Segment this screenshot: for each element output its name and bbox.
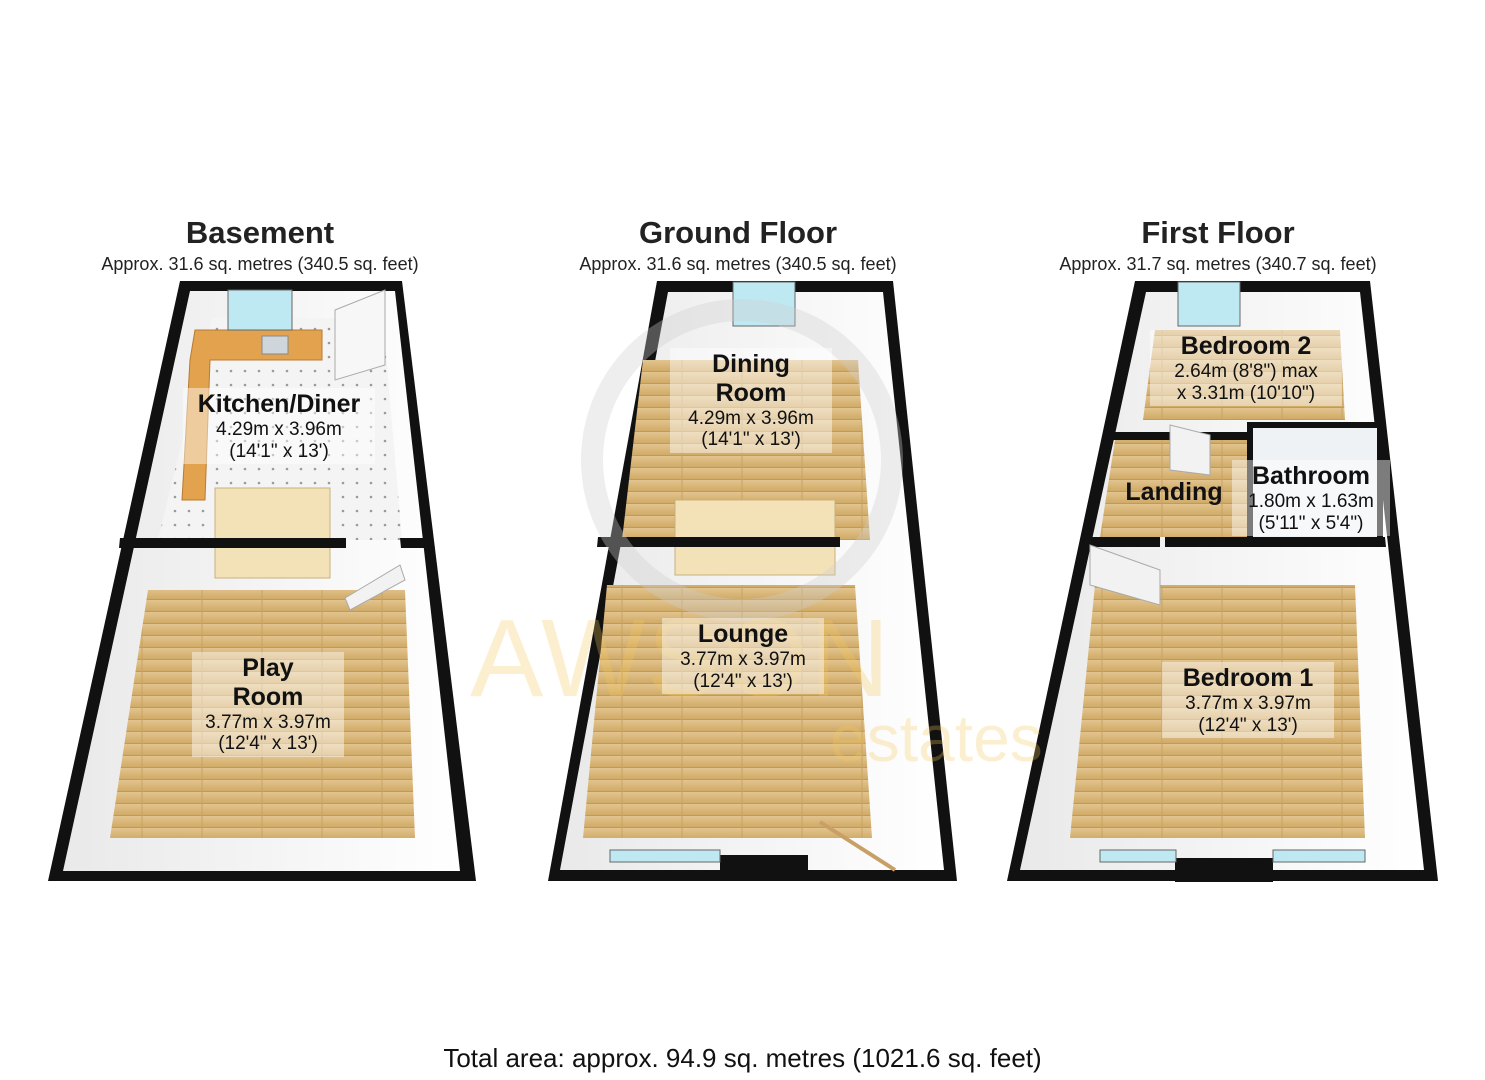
first-floor-plan bbox=[1007, 281, 1438, 882]
basement-door bbox=[334, 289, 386, 381]
first-divider-wall bbox=[1165, 537, 1386, 547]
bedroom-2-floor bbox=[1143, 330, 1345, 420]
ground-floor-title: Ground Floor bbox=[638, 215, 838, 250]
lounge-floor bbox=[583, 585, 872, 838]
basement-divider-wall bbox=[119, 538, 346, 548]
room-dim: 1.80m x 1.63m bbox=[1248, 490, 1374, 512]
bedroom-2-door bbox=[1169, 424, 1211, 476]
play-room-door bbox=[344, 564, 406, 611]
room-name: Bathroom bbox=[1251, 462, 1371, 490]
room-name: Bedroom 1 bbox=[1182, 664, 1314, 692]
room-dim: 4.29m x 3.96m bbox=[688, 407, 814, 429]
room-dim: 3.77m x 3.97m bbox=[1185, 692, 1311, 714]
room-label-bathroom: Bathroom 1.80m x 1.63m (5'11" x 5'4") bbox=[1232, 460, 1390, 537]
basement-title: Basement bbox=[185, 215, 335, 250]
basement-plan bbox=[48, 281, 476, 881]
bedroom-1-floor bbox=[1070, 585, 1365, 838]
ground-floor-plan bbox=[548, 281, 957, 881]
watermark-logo-icon bbox=[581, 299, 903, 621]
ground-divider-wall bbox=[597, 537, 840, 547]
first-window-top bbox=[1177, 281, 1241, 327]
ground-floor-area: Approx. 31.6 sq. metres (340.5 sq. feet) bbox=[579, 254, 897, 274]
basement-area: Approx. 31.6 sq. metres (340.5 sq. feet) bbox=[101, 254, 419, 274]
front-door bbox=[818, 820, 897, 872]
first-floor-title: First Floor bbox=[1141, 215, 1295, 250]
dining-room-floor bbox=[622, 360, 870, 540]
room-dim: 2.64m (8'8") max bbox=[1174, 360, 1318, 382]
room-label-landing: Landing bbox=[1112, 478, 1236, 507]
room-dim: 3.77m x 3.97m bbox=[680, 648, 806, 670]
room-label-dining-room: Dining Room 4.29m x 3.96m (14'1" x 13') bbox=[670, 348, 832, 454]
sink-icon bbox=[261, 335, 289, 355]
room-dim: 4.29m x 3.96m bbox=[216, 418, 342, 440]
room-label-lounge: Lounge 3.77m x 3.97m (12'4" x 13') bbox=[662, 618, 824, 695]
first-window-front-right bbox=[1272, 849, 1366, 863]
first-window-front-left bbox=[1099, 849, 1177, 863]
bathroom-room bbox=[1247, 422, 1383, 543]
room-dim: (5'11" x 5'4") bbox=[1258, 512, 1364, 534]
bedroom-1-door bbox=[1089, 544, 1161, 606]
ground-window-front bbox=[609, 849, 721, 863]
room-name: Dining Room bbox=[712, 350, 790, 407]
room-dim: 3.77m x 3.97m bbox=[205, 711, 331, 733]
room-dim: (12'4" x 13') bbox=[693, 670, 793, 692]
room-name: Kitchen/Diner bbox=[197, 390, 361, 418]
room-dim: (14'1" x 13') bbox=[701, 429, 801, 451]
room-name: Lounge bbox=[697, 620, 789, 648]
room-dim: (12'4" x 13') bbox=[1198, 714, 1298, 736]
room-label-play-room: Play Room 3.77m x 3.97m (12'4" x 13') bbox=[192, 652, 344, 758]
basement-stairs bbox=[214, 487, 331, 579]
landing-floor bbox=[1100, 440, 1250, 537]
room-label-bedroom-2: Bedroom 2 2.64m (8'8") max x 3.31m (10'1… bbox=[1150, 330, 1342, 407]
room-dim: (12'4" x 13') bbox=[218, 733, 318, 755]
first-floor-area: Approx. 31.7 sq. metres (340.7 sq. feet) bbox=[1059, 254, 1377, 274]
play-room-floor bbox=[110, 590, 415, 838]
room-dim: x 3.31m (10'10") bbox=[1176, 382, 1316, 404]
room-dim: (14'1" x 13') bbox=[229, 440, 329, 462]
room-name: Landing bbox=[1125, 478, 1223, 506]
total-area: Total area: approx. 94.9 sq. metres (102… bbox=[443, 1043, 1042, 1073]
room-label-kitchen-diner: Kitchen/Diner 4.29m x 3.96m (14'1" x 13'… bbox=[183, 388, 375, 465]
room-name: Bedroom 2 bbox=[1180, 332, 1312, 360]
basement-window bbox=[227, 289, 293, 331]
room-label-bedroom-1: Bedroom 1 3.77m x 3.97m (12'4" x 13') bbox=[1162, 662, 1334, 739]
ground-front-wall-segment bbox=[720, 855, 808, 881]
ground-window-top bbox=[732, 281, 796, 327]
kitchen-worktop bbox=[181, 329, 323, 501]
room-name: Play Room bbox=[232, 654, 304, 711]
